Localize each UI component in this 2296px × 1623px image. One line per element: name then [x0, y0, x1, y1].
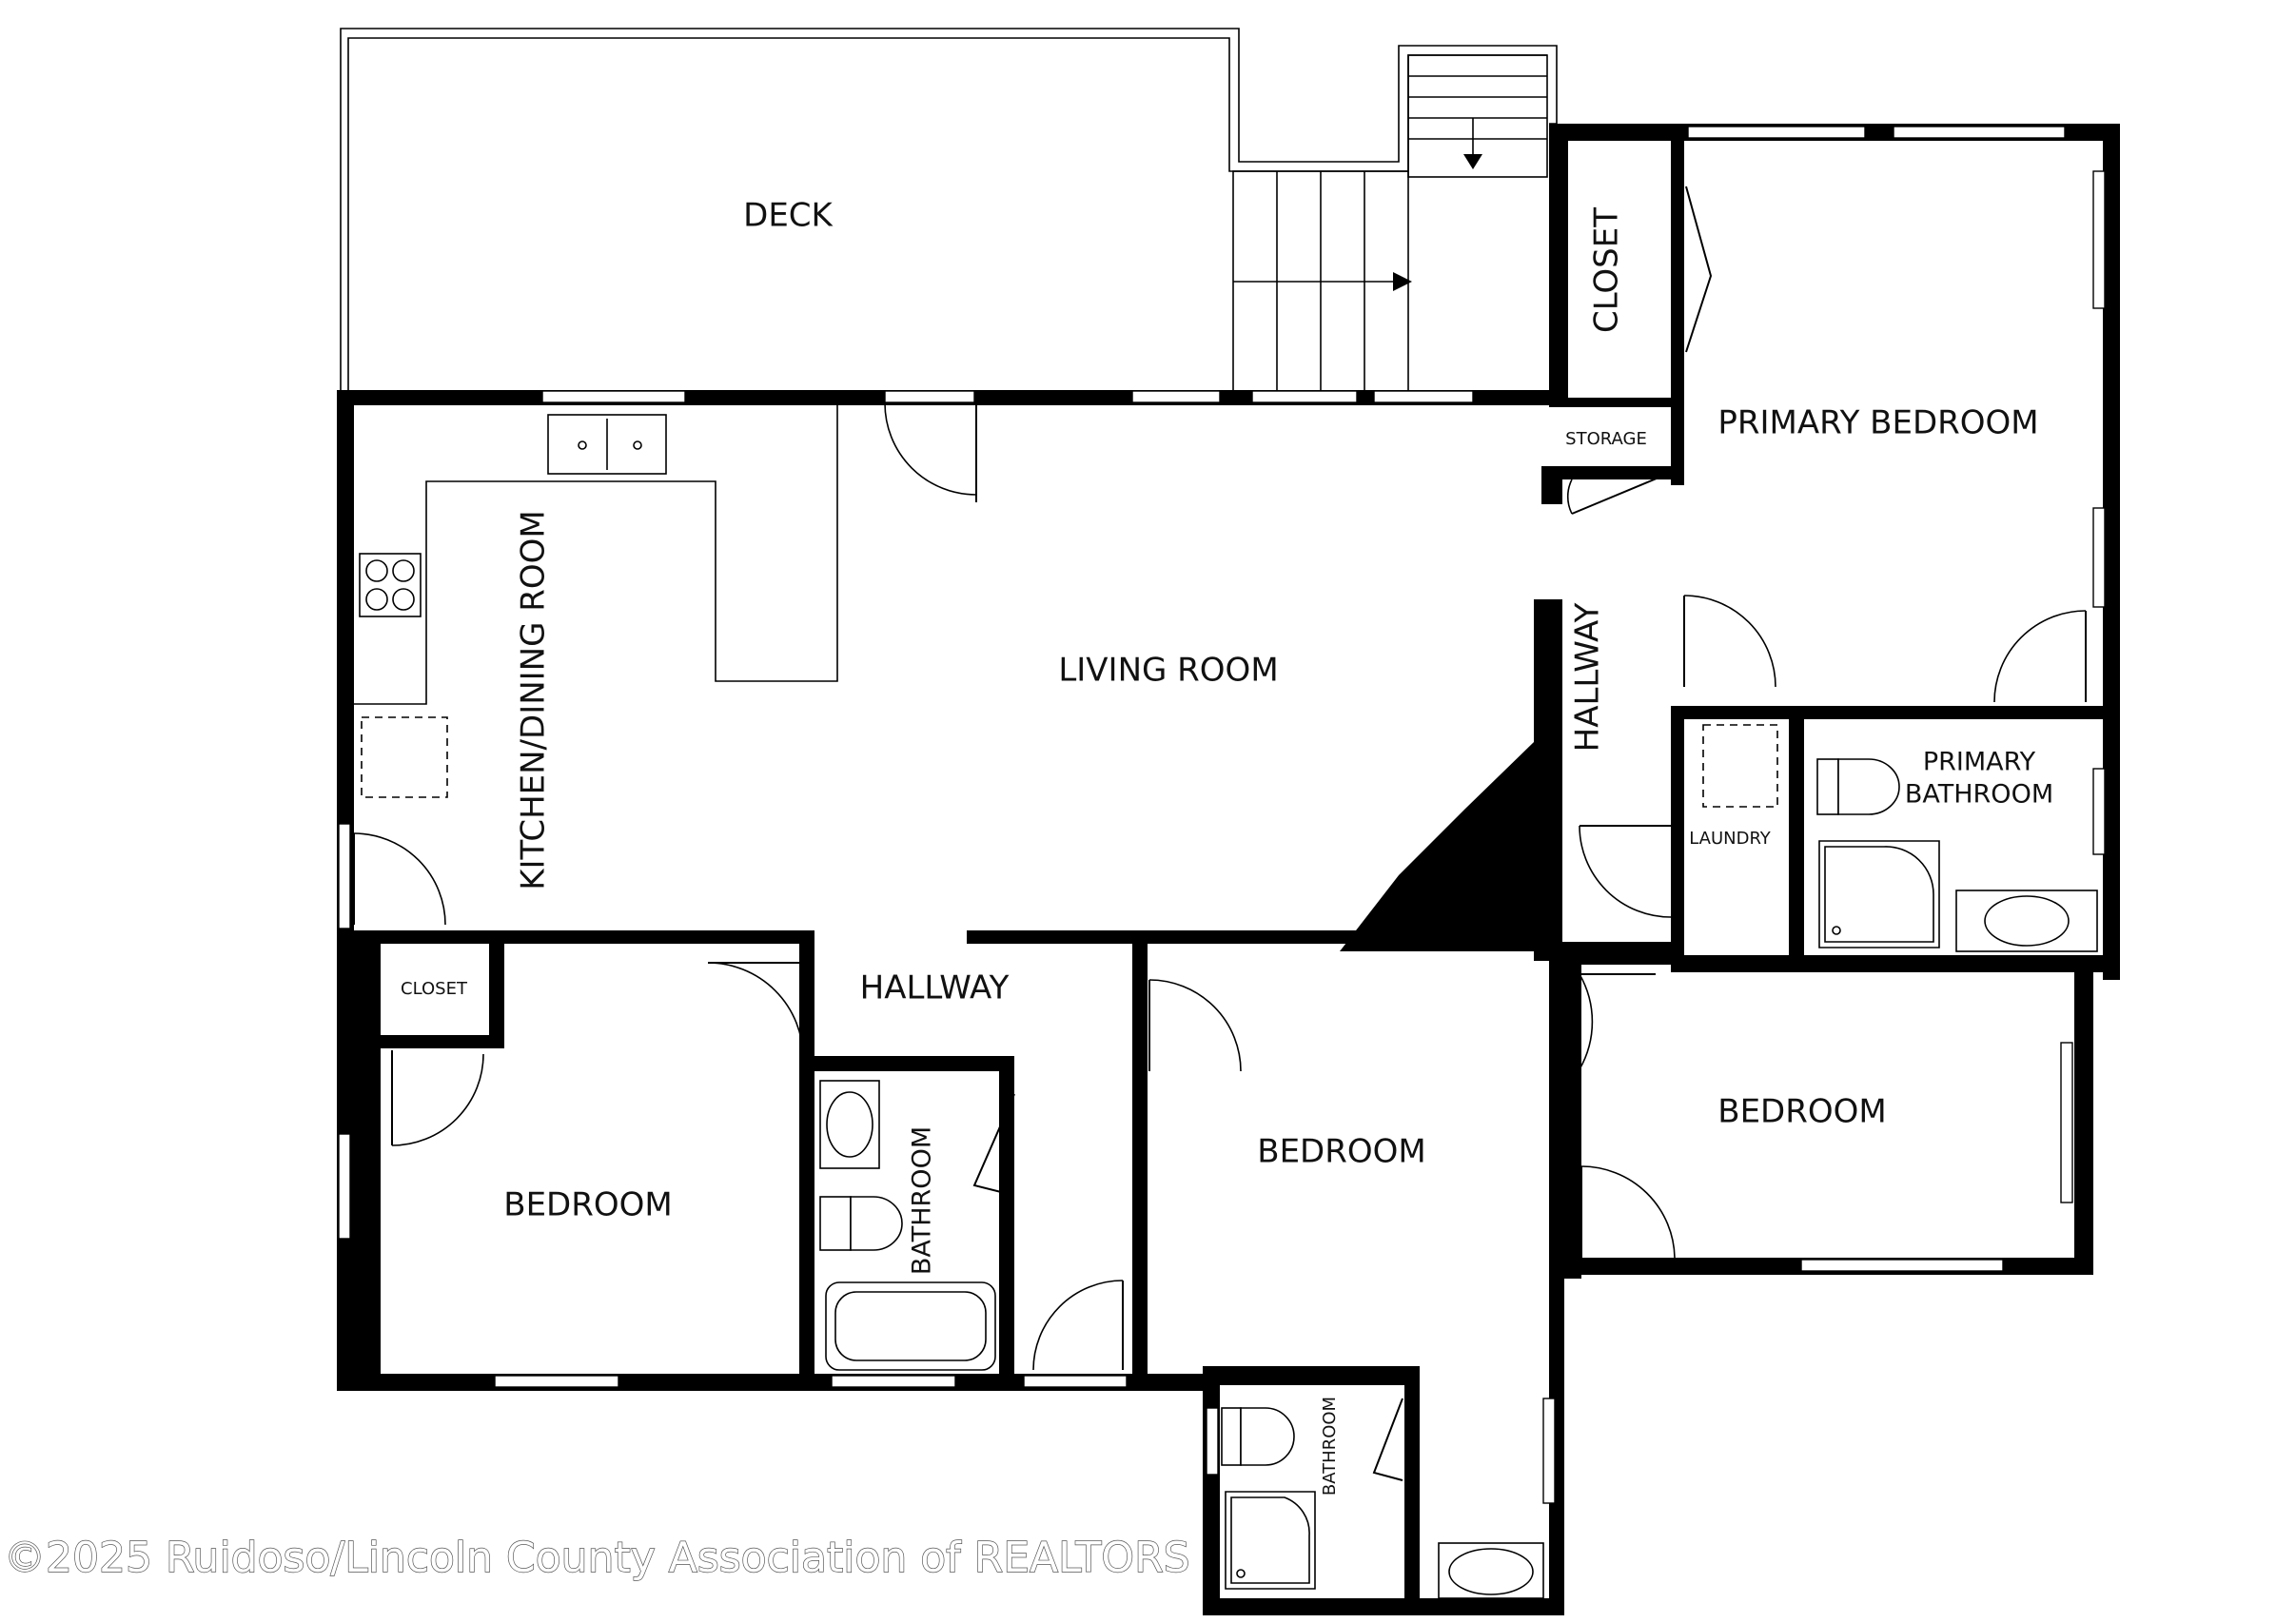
label-bedroom-right: BEDROOM — [1717, 1093, 1886, 1131]
label-primary-bathroom-2: BATHROOM — [1905, 780, 2053, 810]
label-bedroom-center: BEDROOM — [1257, 1133, 1425, 1171]
kitchen-fixtures — [354, 405, 838, 798]
label-primary-bathroom-1: PRIMARY — [1923, 748, 2036, 777]
label-living-room: LIVING ROOM — [1058, 652, 1278, 690]
bathroom-fixtures — [819, 724, 2098, 1599]
label-bedroom-left: BEDROOM — [503, 1186, 672, 1224]
watermark: ©2025 Ruidoso/Lincoln County Association… — [4, 1534, 1190, 1582]
label-storage: STORAGE — [1565, 429, 1647, 449]
labels: DECK CLOSET STORAGE PRIMARY BEDROOM KITC… — [401, 197, 2053, 1496]
label-laundry: LAUNDRY — [1689, 829, 1772, 849]
label-deck: DECK — [743, 197, 834, 235]
label-kitchen-dining: KITCHEN/DINING ROOM — [515, 510, 553, 890]
label-bathroom-bottom: BATHROOM — [1320, 1397, 1340, 1496]
stairs-lower — [1232, 170, 1412, 393]
doors — [353, 186, 2087, 1481]
label-bathroom-center: BATHROOM — [908, 1126, 937, 1275]
deck-outline — [340, 28, 1558, 392]
label-hallway-right: HALLWAY — [1569, 602, 1607, 752]
label-closet-top: CLOSET — [1588, 207, 1626, 333]
label-closet-left: CLOSET — [401, 979, 468, 999]
label-primary-bedroom: PRIMARY BEDROOM — [1717, 404, 2038, 442]
windows — [338, 126, 2106, 1504]
label-hallway-center: HALLWAY — [860, 969, 1010, 1007]
stairs-upper — [1407, 54, 1548, 178]
